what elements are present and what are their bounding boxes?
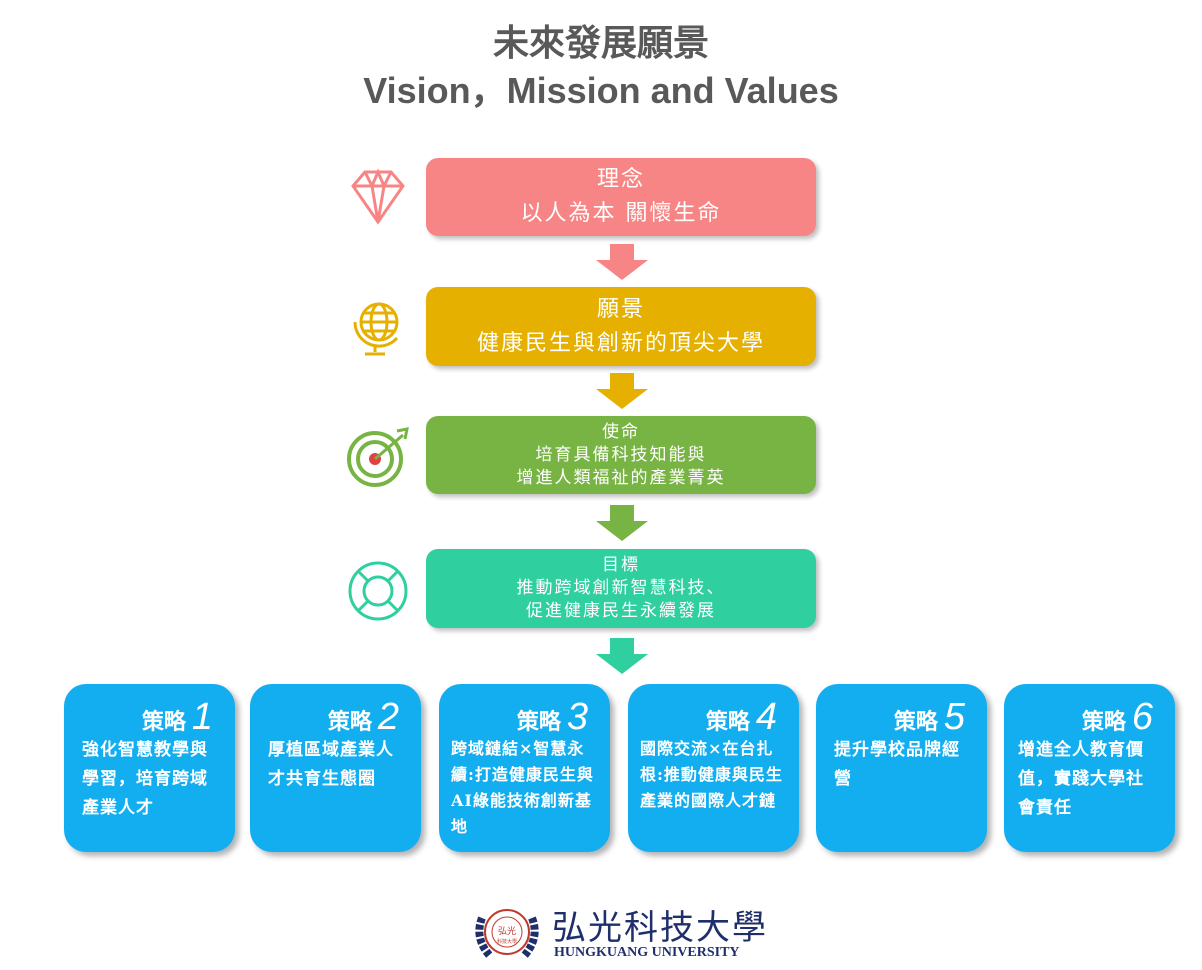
strategy-label: 策略 [1081, 710, 1126, 735]
down-arrow-icon [596, 244, 648, 280]
university-logo: 弘光 科技大學 弘光科技大學 HUNGKUANG UNIVERSITY [472, 898, 772, 966]
strategy-label: 策略 [516, 710, 561, 735]
down-arrow-icon [596, 505, 648, 541]
vision-text: 健康民生與創新的頂尖大學 [476, 330, 765, 356]
strategy-number: 6 [1131, 696, 1153, 738]
goal-box: 目標 推動跨域創新智慧科技、 促進健康民生永續發展 [426, 549, 816, 628]
svg-text:弘光: 弘光 [498, 925, 516, 937]
page-title: 未來發展願景 [492, 23, 709, 64]
philosophy-text: 以人為本 關懷生命 [520, 201, 722, 226]
strategy-label: 策略 [327, 710, 372, 735]
strategy-label: 策略 [893, 710, 938, 735]
strategy-label: 策略 [141, 710, 186, 735]
strategy-text: 厚植區域產業人才共育生態圈 [268, 740, 394, 789]
lifebuoy-icon [348, 561, 408, 621]
goal-label: 目標 [602, 555, 640, 575]
goal-text-line: 推動跨域創新智慧科技、 [516, 578, 726, 598]
diamond-icon [351, 168, 405, 225]
target-icon [347, 427, 409, 487]
strategy-text: 提升學校品牌經營 [834, 740, 960, 789]
globe-icon [353, 302, 399, 356]
strategy-number: 3 [566, 696, 588, 738]
down-arrow-icon [596, 373, 648, 409]
mission-text-line: 培育具備科技知能與 [535, 444, 707, 465]
goal-text-line: 促進健康民生永續發展 [526, 601, 716, 621]
philosophy-label: 理念 [596, 167, 645, 192]
strategy-number: 2 [377, 696, 399, 738]
mission-label: 使命 [602, 421, 640, 442]
vision-box: 願景 健康民生與創新的頂尖大學 [426, 287, 816, 366]
strategy-text: 增進全人教育價值，實踐大學社會責任 [1018, 740, 1144, 818]
svg-text:科技大學: 科技大學 [497, 938, 517, 945]
page-subtitle: Vision，Mission and Values [363, 70, 839, 111]
strategy-text: 強化智慧教學與學習，培育跨域產業人才 [82, 740, 208, 818]
university-name-zh: 弘光科技大學 [552, 908, 768, 948]
strategy-number: 4 [755, 696, 777, 738]
vision-label: 願景 [596, 296, 645, 322]
down-arrow-icon [596, 638, 648, 674]
mission-text-line: 增進人類福祉的產業菁英 [516, 467, 726, 488]
strategy-text: 跨域鏈結×智慧永續:打造健康民生與AI綠能技術創新基地 [451, 739, 594, 836]
university-seal-icon: 弘光 科技大學 [475, 909, 539, 959]
university-name-en: HUNGKUANG UNIVERSITY [554, 945, 740, 960]
strategy-label: 策略 [705, 710, 750, 735]
strategy-text: 國際交流×在台扎根:推動健康與民生產業的國際人才鏈 [640, 739, 783, 810]
mission-box: 使命 培育具備科技知能與 增進人類福祉的產業菁英 [426, 416, 816, 494]
strategy-number: 1 [191, 696, 213, 738]
philosophy-box: 理念 以人為本 關懷生命 [426, 158, 816, 236]
strategy-number: 5 [943, 696, 965, 738]
